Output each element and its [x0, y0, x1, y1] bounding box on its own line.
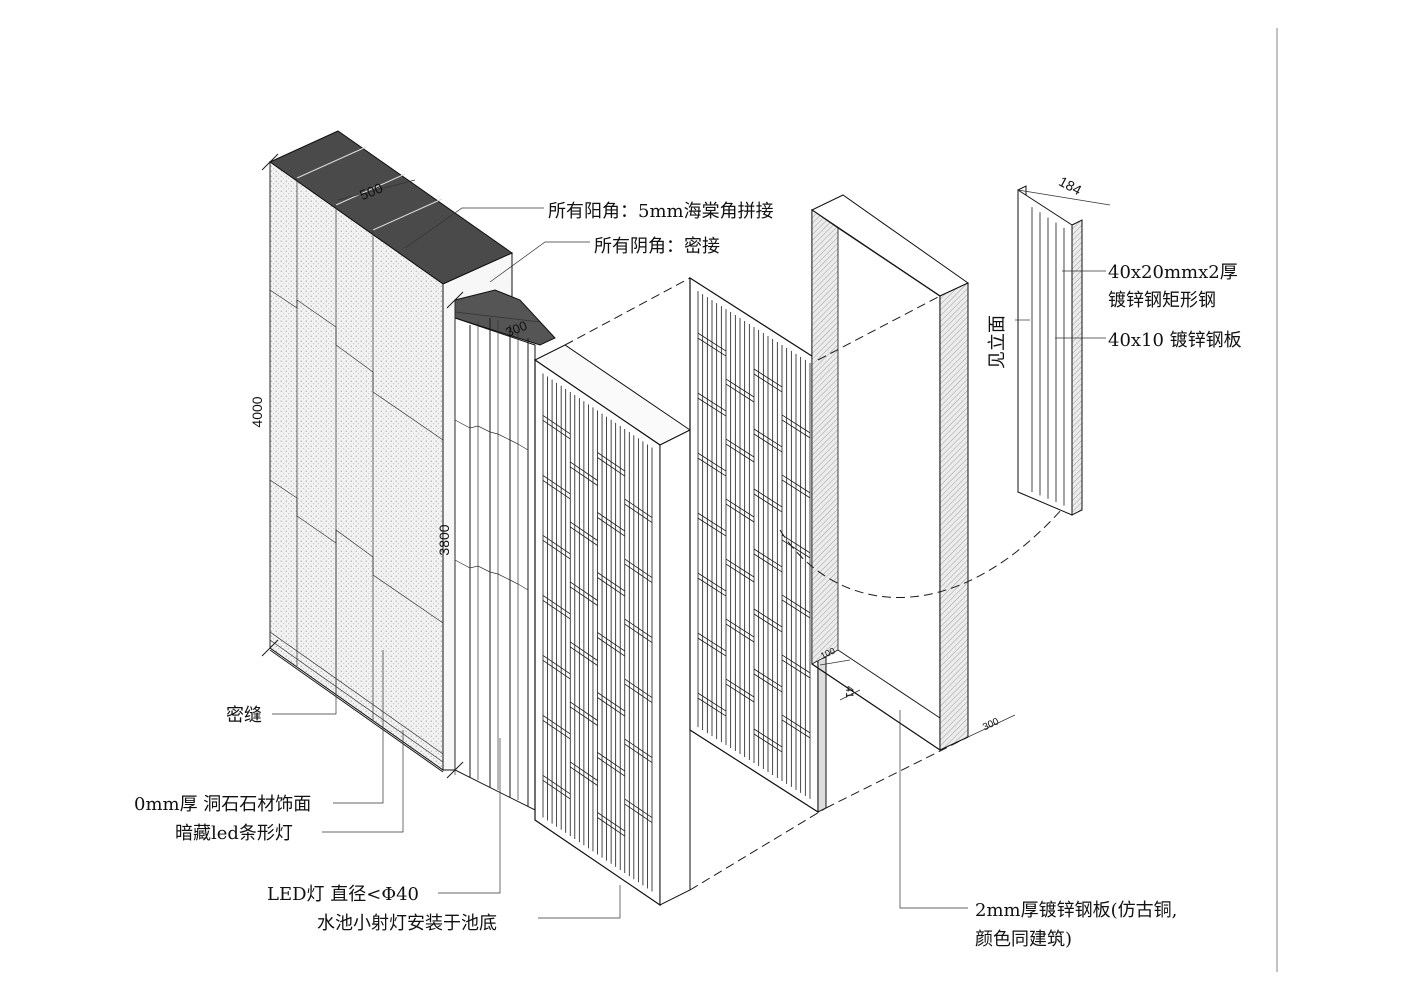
label-inner-corner: 所有阴角：密接 [594, 236, 720, 257]
explode-lines [564, 277, 1071, 891]
steel-frame [810, 194, 969, 752]
dim-small-b: 41 [843, 686, 855, 698]
label-rect-steel-1: 40x20mmx2厚 [1108, 262, 1238, 283]
dim-stone-height: 4000 [249, 396, 265, 427]
label-led-light: LED灯 直径<Φ40 [267, 884, 419, 905]
screen-panel-front [534, 344, 691, 907]
detail-elevation [1017, 185, 1083, 516]
label-led-strip: 暗藏led条形灯 [175, 823, 293, 844]
screen-panel-back [689, 276, 827, 814]
label-pool-light: 水池小射灯安装于池底 [317, 913, 497, 934]
label-outer-corner: 所有阳角：5mm海棠角拼接 [548, 201, 774, 222]
label-steel-plate-2: 颜色同建筑) [975, 929, 1072, 950]
fin-front [454, 317, 536, 811]
leader-lines [272, 207, 1106, 919]
screen-panel-side [659, 429, 691, 906]
label-stone-finish: 0mm厚 洞石石材饰面 [134, 794, 311, 815]
dim-frame-depth: 300 [981, 716, 1001, 733]
label-tight-seam: 密缝 [226, 705, 262, 726]
dim-detail-width: 184 [1056, 173, 1084, 198]
label-see-elevation: 见立面 [987, 315, 1008, 369]
dim-fin-height: 3800 [436, 524, 452, 555]
label-rect-steel-2: 镀锌钢矩形钢 [1108, 290, 1216, 311]
label-flat-steel: 40x10 镀锌钢板 [1108, 330, 1242, 351]
dimension-lines [261, 153, 1111, 779]
label-steel-plate-1: 2mm厚镀锌钢板(仿古铜, [975, 900, 1177, 921]
